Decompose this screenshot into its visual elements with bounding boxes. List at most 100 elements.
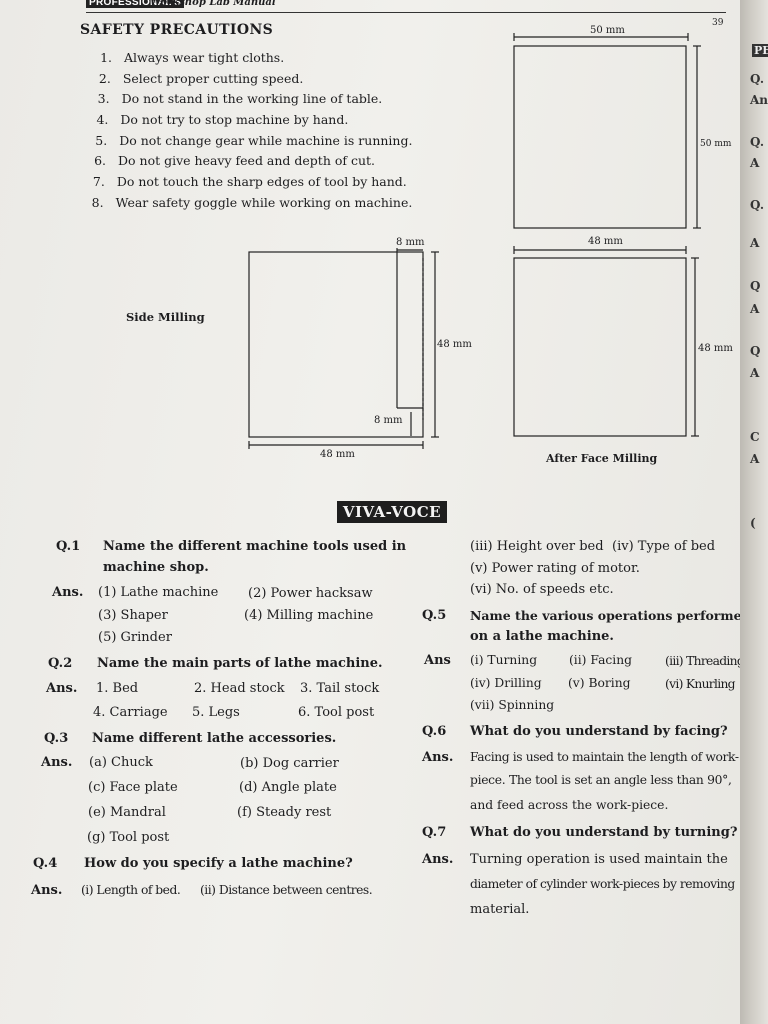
q1-text-line2: machine shop. xyxy=(103,560,209,575)
adjacent-page-fragment: A xyxy=(750,156,760,170)
q3-answer-c: (c) Face plate xyxy=(88,780,178,795)
adjacent-page-fragment: PE xyxy=(752,44,768,57)
side-right-label: 48 mm xyxy=(437,339,472,350)
adjacent-page-fragment: Q. xyxy=(750,198,765,212)
q2-answer-4: 4. Carriage xyxy=(93,705,168,720)
q4-answer-4: (iv) Type of bed xyxy=(612,539,716,554)
q5-number: Q.5 xyxy=(422,608,447,623)
q4-answer-2: (ii) Distance between centres. xyxy=(200,883,373,897)
safety-item: 8. Wear safety goggle while working on ma… xyxy=(74,195,413,216)
safety-item-number: 6. xyxy=(94,153,106,169)
safety-item: 3. Do not stand in the working line of ta… xyxy=(80,91,413,112)
adjacent-page-fragment: A xyxy=(750,452,760,466)
q1-number: Q.1 xyxy=(56,539,81,554)
safety-title: SAFETY PRECAUTIONS xyxy=(80,22,274,38)
q5-answer-2: (ii) Facing xyxy=(569,653,633,667)
safety-item-number: 7. xyxy=(92,174,105,190)
safety-item-text: Do not give heavy feed and depth of cut. xyxy=(118,153,376,169)
q7-ans-label: Ans. xyxy=(422,852,454,867)
safety-item-text: Do not try to stop machine by hand. xyxy=(120,112,349,128)
safety-item: 4. Do not try to stop machine by hand. xyxy=(78,112,412,133)
q6-answer-line3: and feed across the work-piece. xyxy=(470,798,669,812)
q4-answer-3: (iii) Height over bed xyxy=(470,539,604,554)
q2-number: Q.2 xyxy=(48,656,73,671)
q4-text: How do you specify a lathe machine? xyxy=(84,856,353,871)
viva-voce-heading: VIVA-VOCE xyxy=(337,501,447,523)
side-bottom-label: 48 mm xyxy=(320,449,355,460)
q5-answer-4: (iv) Drilling xyxy=(470,676,542,690)
safety-item-number: 5. xyxy=(95,132,108,148)
safety-list: 1.Always wear tight cloths.2. Select prop… xyxy=(80,50,413,216)
safety-item-number: 8. xyxy=(91,194,104,210)
q6-number: Q.6 xyxy=(422,724,447,739)
q6-ans-label: Ans. xyxy=(422,750,454,765)
manual-title: Workshop Lab Manual xyxy=(150,0,276,8)
q7-answer-line2: diameter of cylinder work-pieces by remo… xyxy=(470,877,735,891)
adjacent-page-fragment: A xyxy=(750,366,760,380)
safety-item-text: Do not touch the sharp edges of tool by … xyxy=(116,174,407,190)
q6-answer-line1: Facing is used to maintain the length of… xyxy=(470,750,739,764)
adjacent-page-fragment: An xyxy=(750,93,768,107)
adjacent-page-fragment: Q. xyxy=(750,135,765,149)
q5-text-line2: on a lathe machine. xyxy=(470,629,614,644)
q2-answer-3: 3. Tail stock xyxy=(300,681,380,696)
q2-answer-6: 6. Tool post xyxy=(298,705,375,720)
q4-answer-5: (v) Power rating of motor. xyxy=(470,561,640,576)
face-milling-block xyxy=(513,257,687,437)
safety-item-text: Do not change gear while machine is runn… xyxy=(119,132,413,148)
manual-page: PROFESSIONAL'S Workshop Lab Manual 39 SA… xyxy=(0,0,750,1024)
side-milling-caption: Side Milling xyxy=(126,310,205,324)
q6-text: What do you understand by facing? xyxy=(470,724,728,739)
safety-item-number: 3. xyxy=(97,91,110,107)
safety-item-text: Do not stand in the working line of tabl… xyxy=(121,91,383,107)
q2-answer-5: 5. Legs xyxy=(192,705,240,720)
side-inner-label: 8 mm xyxy=(374,415,403,426)
q4-ans-label: Ans. xyxy=(31,883,63,898)
q1-text-line1: Name the different machine tools used in xyxy=(103,539,407,554)
q3-answer-g: (g) Tool post xyxy=(87,830,170,845)
safety-item: 6. Do not give heavy feed and depth of cu… xyxy=(76,153,412,174)
q5-answer-7: (vii) Spinning xyxy=(470,698,555,712)
q2-answer-2: 2. Head stock xyxy=(194,681,285,696)
stock-square xyxy=(513,45,687,229)
adjacent-page-fragment: A xyxy=(750,236,760,250)
publisher-tag: PROFESSIONAL'S xyxy=(86,0,185,8)
adjacent-page-fragment: A xyxy=(750,302,760,316)
adjacent-page-fragment: Q. xyxy=(750,72,765,86)
safety-item: 1.Always wear tight cloths. xyxy=(82,50,412,71)
top-width-label: 50 mm xyxy=(590,25,625,36)
milling-diagrams xyxy=(248,33,701,449)
safety-item-number: 4. xyxy=(96,112,109,128)
safety-item-text: Always wear tight cloths. xyxy=(124,50,285,65)
face-top-label: 48 mm xyxy=(588,236,623,247)
safety-item: 7. Do not touch the sharp edges of tool b… xyxy=(75,174,413,195)
page-number: 39 xyxy=(712,18,724,28)
q7-answer-line3: material. xyxy=(470,902,530,917)
safety-item: 5. Do not change gear while machine is ru… xyxy=(77,133,412,154)
q7-number: Q.7 xyxy=(422,825,447,840)
safety-item-text: Wear safety goggle while working on mach… xyxy=(115,194,413,210)
safety-item-number: 2. xyxy=(98,70,111,86)
q3-text: Name different lathe accessories. xyxy=(92,731,337,746)
adjacent-page-fragment: Q xyxy=(750,279,761,293)
q1-answer-3: (3) Shaper xyxy=(98,608,168,623)
safety-item-text: Select proper cutting speed. xyxy=(122,70,304,86)
q3-answer-a: (a) Chuck xyxy=(89,755,153,770)
q3-answer-f: (f) Steady rest xyxy=(237,805,332,820)
q3-ans-label: Ans. xyxy=(41,755,73,770)
q1-answer-4: (4) Milling machine xyxy=(244,608,374,623)
q5-answer-5: (v) Boring xyxy=(568,676,631,690)
header-rule xyxy=(86,12,726,13)
q4-answer-1: (i) Length of bed. xyxy=(81,883,181,897)
q5-answer-3: (iii) Threading xyxy=(665,654,745,668)
q2-ans-label: Ans. xyxy=(46,681,78,696)
adjacent-page-fragment: Q xyxy=(750,344,761,358)
q6-answer-line2: piece. The tool is set an angle less tha… xyxy=(470,773,732,787)
q4-number: Q.4 xyxy=(33,856,58,871)
q3-answer-b: (b) Dog carrier xyxy=(240,756,339,771)
q3-number: Q.3 xyxy=(44,731,69,746)
q5-text-line1: Name the various operations performed xyxy=(470,608,751,623)
q5-answer-6: (vi) Knurling xyxy=(665,677,736,691)
q5-ans-label: Ans xyxy=(424,653,451,668)
adjacent-page-fragment: ( xyxy=(750,516,756,530)
